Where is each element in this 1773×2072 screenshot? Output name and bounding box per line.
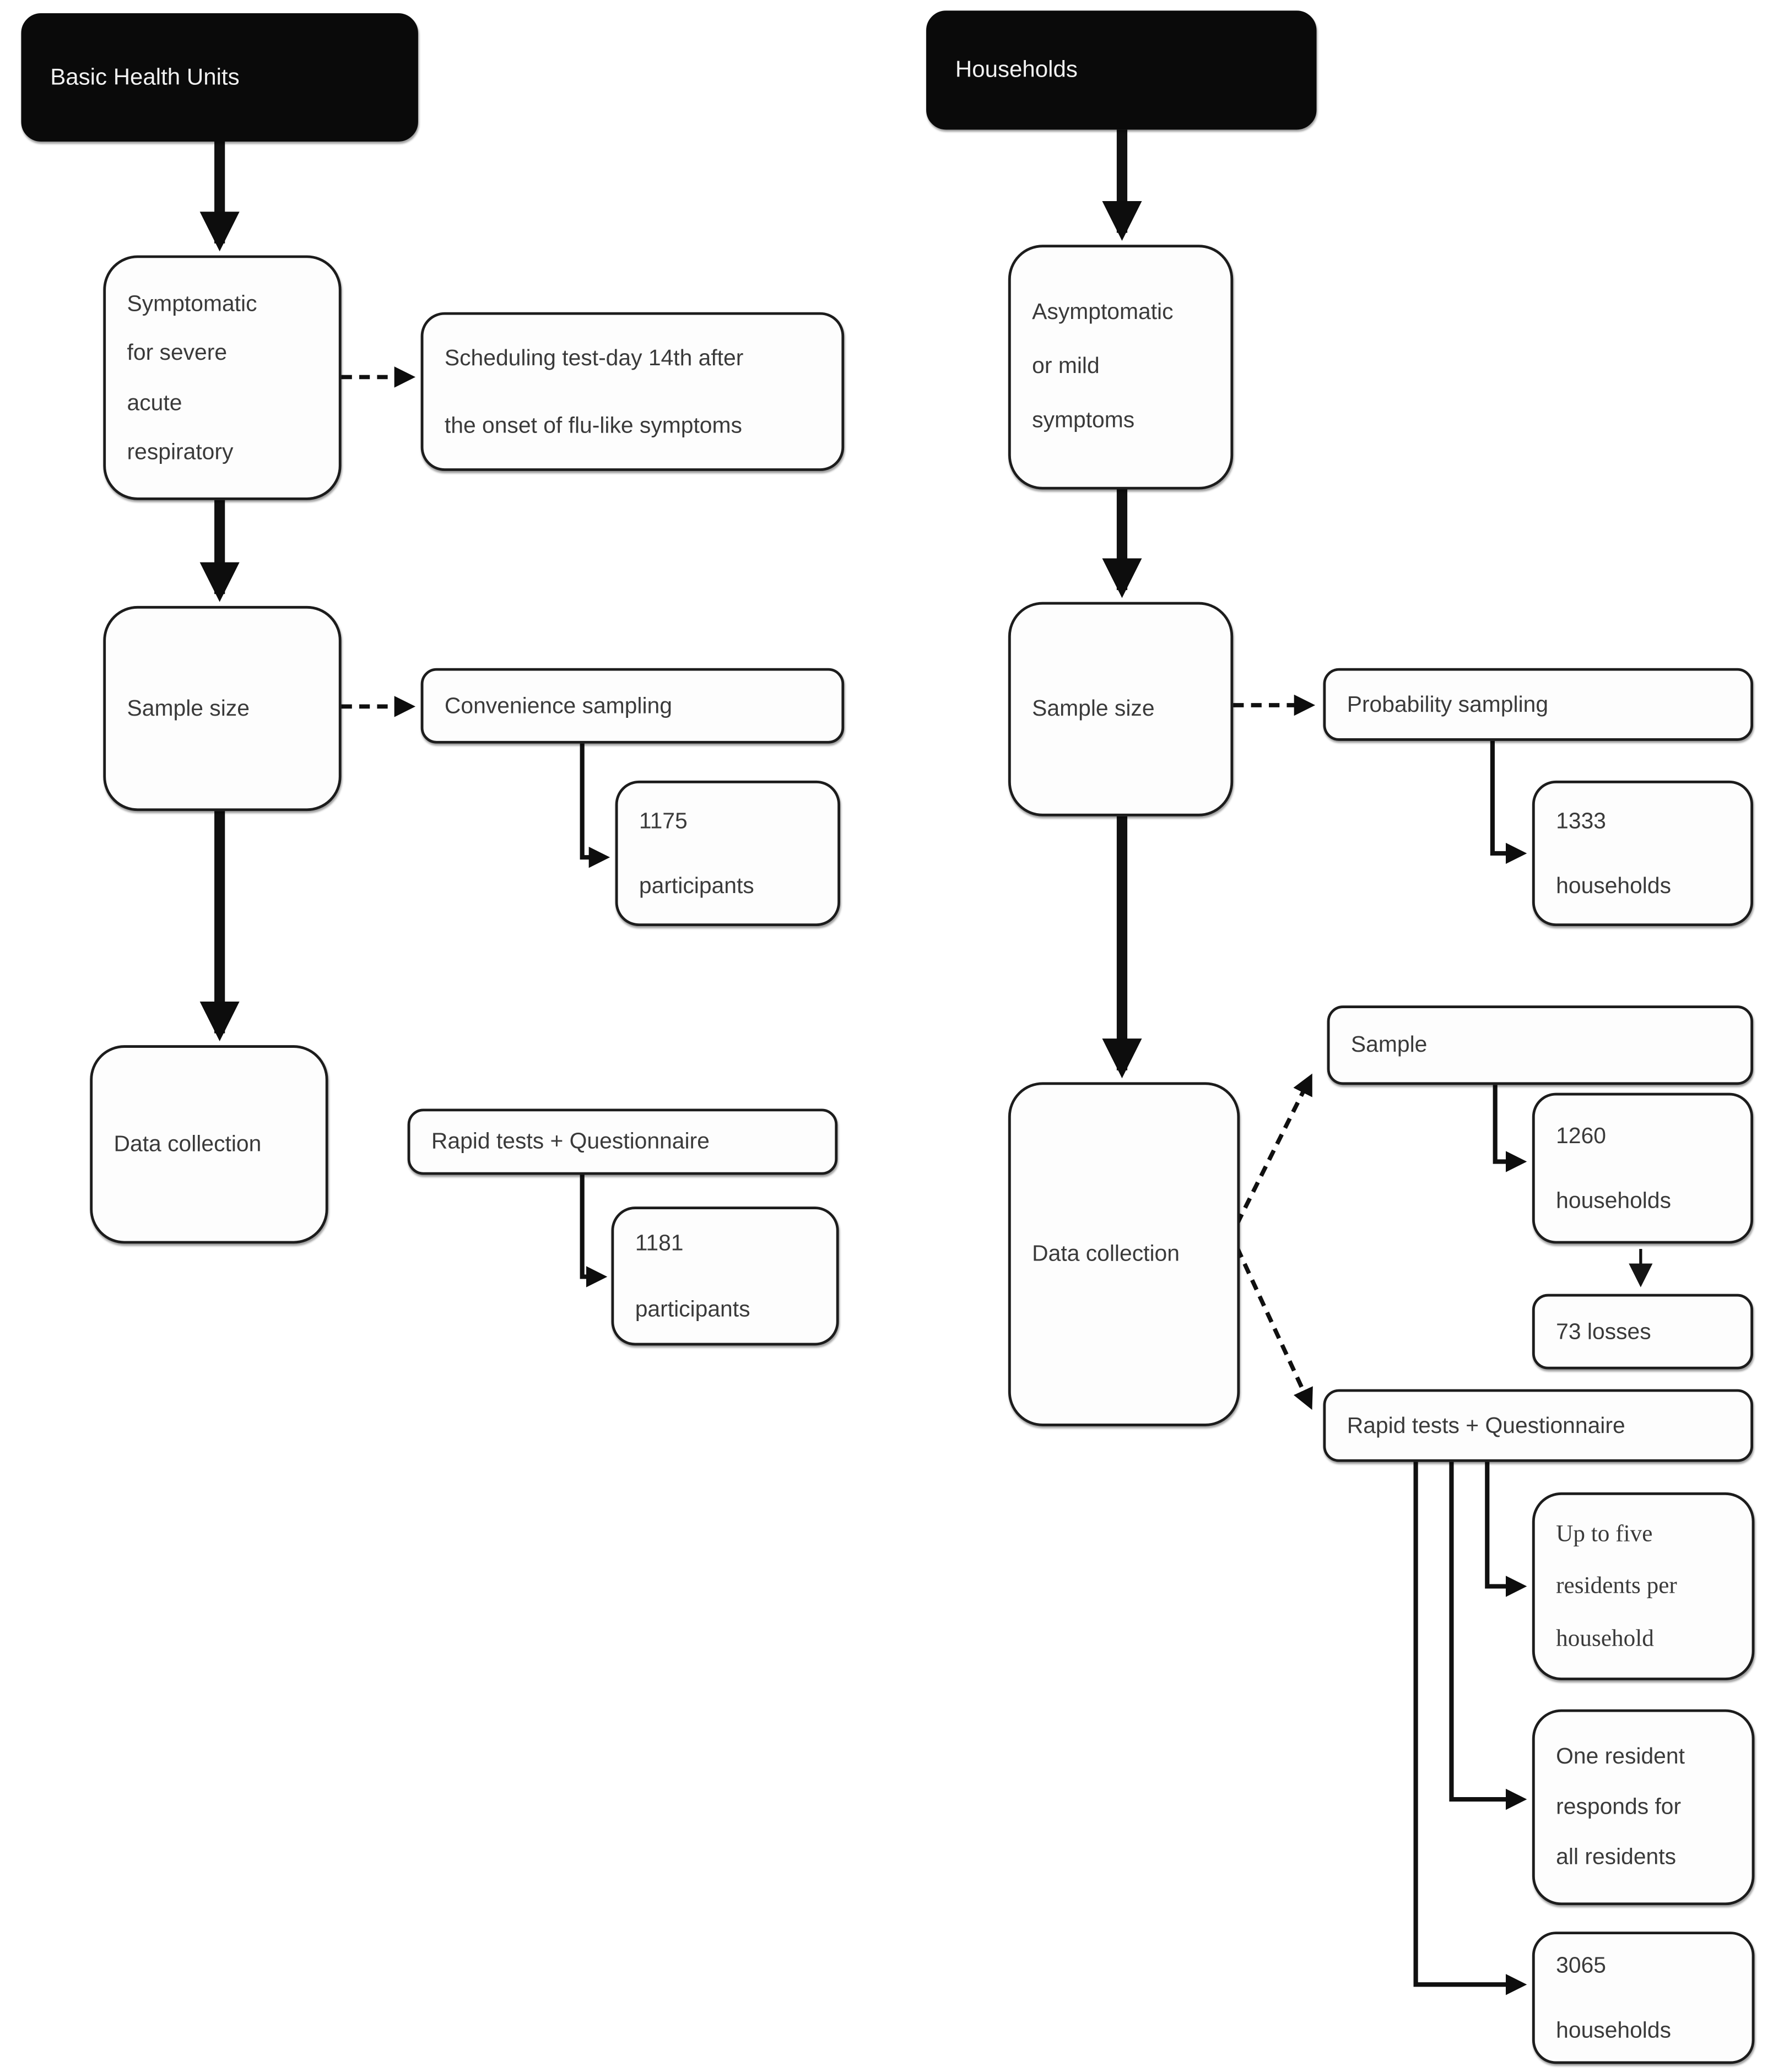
dashed-datacollection-to-sample — [1235, 1073, 1312, 1225]
node-households-header: Households — [926, 10, 1317, 130]
node-rapid-tests-left: Rapid tests + Questionnaire — [407, 1108, 838, 1175]
node-sample-size-left: Sample size — [103, 605, 342, 812]
node-probability-sampling: Probability sampling — [1323, 668, 1753, 741]
node-data-collection-left: Data collection — [90, 1045, 328, 1244]
node-scheduling-test-day: Scheduling test-day 14th after the onset… — [420, 312, 845, 471]
elbow-probability-to-1333 — [1490, 740, 1527, 864]
node-1260-households: 1260 households — [1532, 1092, 1753, 1244]
node-1175-participants: 1175 participants — [615, 780, 840, 927]
node-sample-size-right: Sample size — [1008, 602, 1234, 816]
elbow-sample-to-1260 — [1493, 1085, 1527, 1172]
elbow-rapidtests-to-3065 — [1413, 1462, 1527, 1995]
node-73-losses: 73 losses — [1532, 1294, 1753, 1370]
node-symptomatic: Symptomatic for severe acute respiratory — [103, 255, 342, 500]
elbow-rapidtests-to-1181 — [580, 1175, 608, 1287]
node-data-collection-right: Data collection — [1008, 1082, 1240, 1426]
node-rapid-tests-right: Rapid tests + Questionnaire — [1323, 1389, 1753, 1462]
node-1181-participants: 1181 participants — [611, 1207, 839, 1346]
node-basic-health-units-header: Basic Health Units — [21, 13, 418, 142]
dashed-datacollection-to-rapidtests — [1235, 1247, 1313, 1410]
elbow-convenience-to-1175 — [580, 743, 610, 868]
node-one-resident-responds: One resident responds for all residents — [1532, 1709, 1755, 1906]
node-3065-households: 3065 households — [1532, 1932, 1755, 2064]
node-asymptomatic: Asymptomatic or mild symptoms — [1008, 245, 1234, 490]
elbow-rapidtests-to-oneresident — [1449, 1462, 1527, 1810]
elbow-rapidtests-to-upto5 — [1485, 1462, 1527, 1597]
node-up-to-five-residents: Up to five residents per household — [1532, 1492, 1755, 1680]
node-1333-households: 1333 households — [1532, 780, 1753, 927]
node-convenience-sampling: Convenience sampling — [420, 668, 845, 744]
node-sample: Sample — [1327, 1005, 1753, 1085]
